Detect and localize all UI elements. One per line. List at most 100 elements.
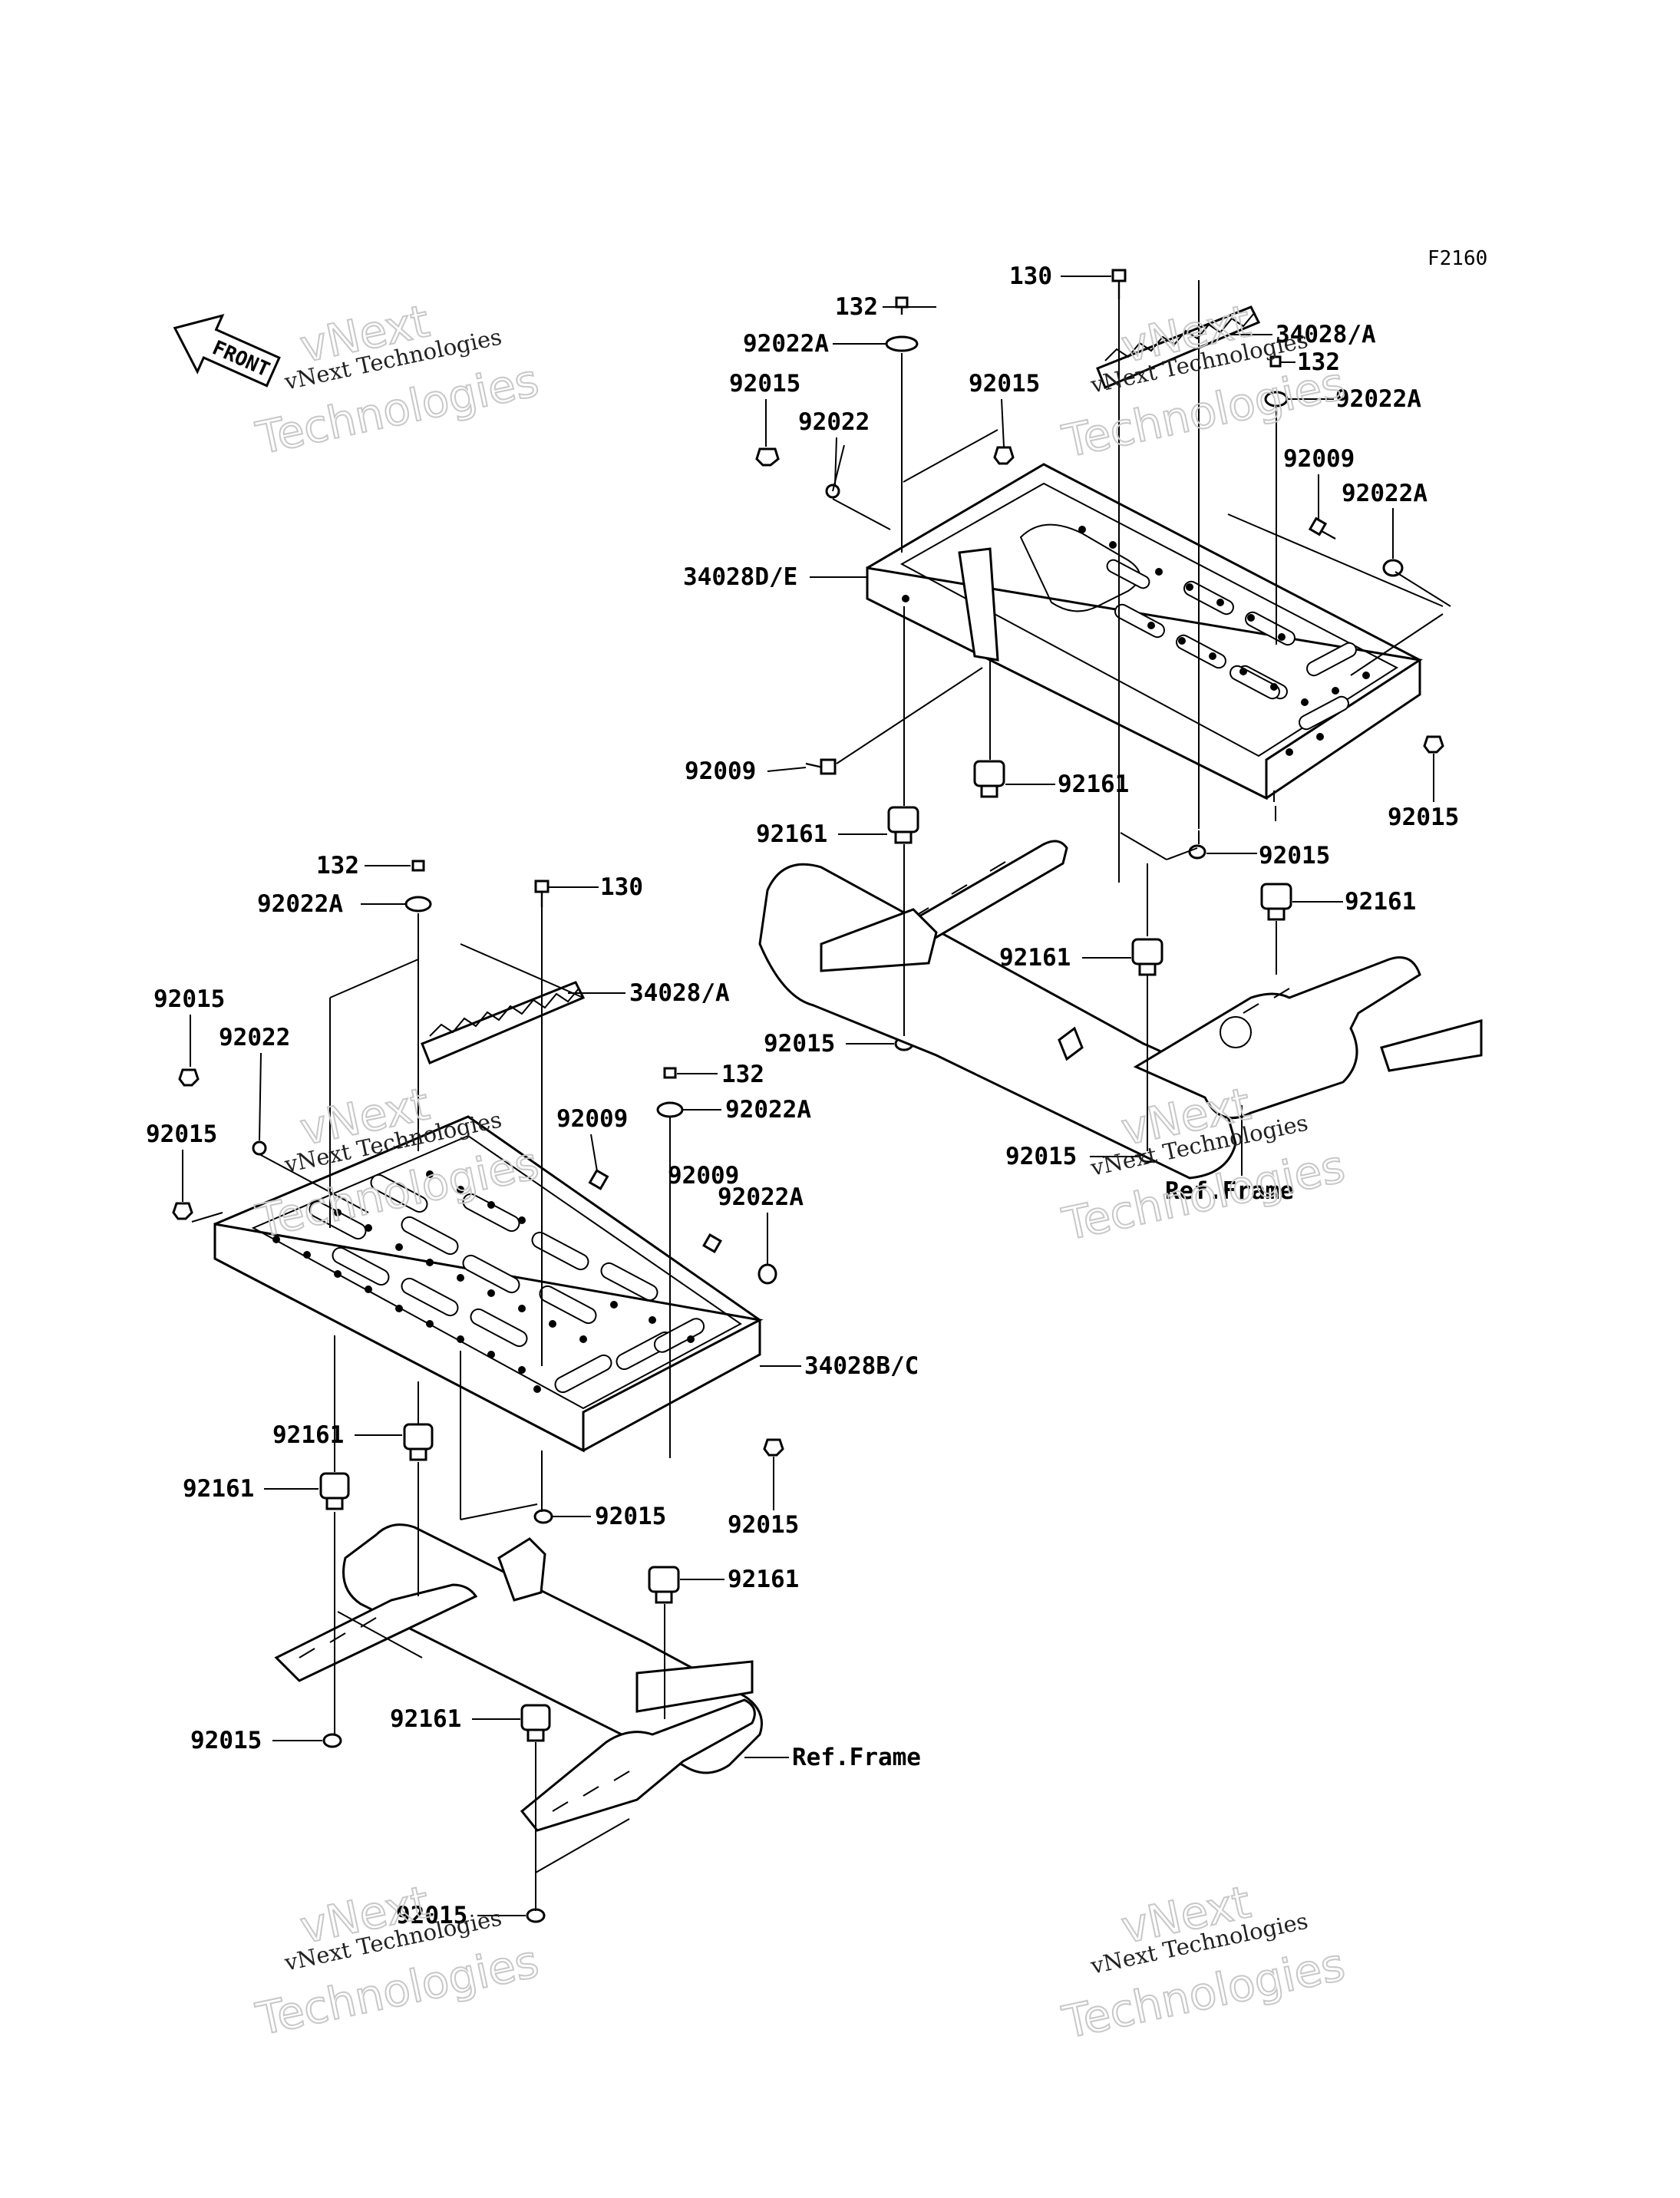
- label-92015: 92015: [764, 1030, 835, 1058]
- mount-92161-d-icon: [520, 1704, 551, 1742]
- label-130: 130: [600, 873, 643, 901]
- bolt-92009-b-icon: [702, 1233, 722, 1253]
- label-34028DE: 34028D/E: [683, 563, 797, 591]
- nut-92015-d-icon: [763, 1438, 784, 1457]
- upper-tray-slots: [1106, 559, 1357, 731]
- label-92022A: 92022A: [743, 330, 829, 358]
- nut-92015-a-icon: [178, 1068, 200, 1087]
- diagram-id: F2160: [1428, 247, 1487, 270]
- mount-92161-a-icon: [403, 1423, 434, 1461]
- lower-tray-holes: [272, 1170, 695, 1393]
- label-92161: 92161: [272, 1421, 344, 1449]
- mount-92161-b-icon: [319, 1472, 350, 1510]
- lower-assembly: 132 130 92022A 34028/A 92015 92022 132 9…: [146, 852, 921, 1929]
- label-132: 132: [835, 293, 878, 321]
- watermark-bottom-right: vNext vNext Technologies Technologies: [1057, 1875, 1350, 2049]
- label-92022A: 92022A: [257, 890, 343, 918]
- label-92161: 92161: [756, 820, 827, 848]
- label-132: 132: [721, 1061, 764, 1088]
- upper-leader-lines: [832, 280, 1451, 1151]
- lower-hardware: [172, 860, 784, 1923]
- washer-92022A-right2-icon: [1382, 559, 1404, 577]
- lower-ref-frame: [274, 1523, 763, 1832]
- label-92161: 92161: [390, 1705, 461, 1733]
- label-92015: 92015: [595, 1503, 666, 1530]
- label-92015: 92015: [153, 985, 225, 1013]
- label-34028BC: 34028B/C: [804, 1352, 919, 1380]
- label-92161: 92161: [999, 944, 1071, 972]
- upper-footrest-34028A: [1096, 305, 1261, 389]
- front-arrow-icon: FRONT: [173, 313, 281, 388]
- lower-part-labels: 132 130 92022A 34028/A 92015 92022 132 9…: [146, 852, 921, 1929]
- label-92022A: 92022A: [1342, 480, 1428, 507]
- label-92009: 92009: [668, 1162, 739, 1190]
- watermark-top-left: vNext vNext Technologies Technologies: [251, 294, 544, 465]
- lower-carrier-tray: [213, 1115, 764, 1453]
- nut-92015-a-icon: [755, 447, 780, 467]
- label-92009: 92009: [556, 1105, 628, 1133]
- label-92161: 92161: [728, 1566, 799, 1593]
- label-92015: 92015: [1259, 842, 1330, 870]
- bolt-130-icon: [1111, 269, 1127, 299]
- label-92022: 92022: [219, 1024, 290, 1051]
- upper-part-labels: 130 132 92022A 92015 92022 92015 34028/A…: [683, 262, 1459, 1205]
- label-92015: 92015: [729, 370, 800, 398]
- label-92015: 92015: [1005, 1143, 1077, 1170]
- label-92022: 92022: [798, 408, 870, 436]
- nut-92015-c-icon: [1423, 735, 1444, 754]
- bolt-92009-right-icon: [1308, 516, 1336, 540]
- upper-carrier-tray: [866, 463, 1424, 800]
- label-92009: 92009: [1283, 445, 1355, 473]
- watermark-bottom-left: vNext vNext Technologies Technologies: [251, 1875, 544, 2046]
- label-92015: 92015: [146, 1120, 217, 1148]
- upper-tray-holes: [902, 526, 1370, 756]
- label-ref-frame: Ref.Frame: [1165, 1177, 1294, 1205]
- label-92015: 92015: [728, 1511, 799, 1539]
- nut-92015-e-icon: [322, 1733, 342, 1748]
- lower-tray-slots: [309, 1173, 705, 1394]
- label-92161: 92161: [183, 1475, 254, 1503]
- bolt-132-icon: [895, 296, 909, 315]
- label-130: 130: [1009, 262, 1052, 290]
- label-132: 132: [316, 852, 359, 880]
- label-92022A: 92022A: [718, 1183, 804, 1211]
- washer-92022A-icon: [404, 896, 432, 913]
- nut-92015-c-icon: [533, 1509, 553, 1524]
- bolt-132-mid-icon: [663, 1067, 677, 1079]
- mount-92161-c-icon: [648, 1566, 680, 1604]
- label-92015: 92015: [190, 1727, 262, 1754]
- watermark-top-right: vNext vNext Technologies Technologies: [1057, 294, 1350, 468]
- nut-92015-b-icon: [993, 446, 1015, 465]
- upper-ref-frame: [758, 840, 1483, 1180]
- washer-92022A-low-icon: [757, 1263, 777, 1285]
- bolt-132-icon: [411, 860, 425, 872]
- bolt-130-icon: [534, 880, 550, 907]
- label-92015: 92015: [396, 1902, 467, 1929]
- lower-footrest-34028A: [421, 981, 586, 1064]
- label-92161: 92161: [1058, 771, 1129, 798]
- lower-leader-lines: [191, 907, 671, 1911]
- label-132: 132: [1297, 348, 1340, 376]
- label-92022A: 92022A: [725, 1096, 811, 1124]
- nut-92015-d-icon: [1188, 844, 1206, 860]
- label-92015: 92015: [969, 370, 1040, 398]
- label-92161: 92161: [1345, 888, 1416, 916]
- mount-92161-d-icon: [1131, 938, 1163, 976]
- washer-92022-icon: [252, 1140, 267, 1156]
- label-92009: 92009: [685, 757, 756, 785]
- label-ref-frame: Ref.Frame: [792, 1744, 921, 1771]
- label-92022A: 92022A: [1335, 385, 1421, 413]
- washer-92022A-right-icon: [1264, 391, 1289, 408]
- mount-92161-a-icon: [887, 806, 919, 844]
- label-92015: 92015: [1388, 804, 1459, 831]
- nut-92015-b-icon: [172, 1202, 193, 1220]
- upper-assembly: 130 132 92022A 92015 92022 92015 34028/A…: [683, 262, 1483, 1205]
- bolt-92009-a-icon: [588, 1169, 609, 1190]
- label-34028A: 34028/A: [1276, 321, 1376, 348]
- mount-92161-b-icon: [973, 760, 1005, 798]
- bolt-92009-left-icon: [805, 758, 837, 775]
- washer-92022A-mid-icon: [656, 1101, 684, 1118]
- mount-92161-c-icon: [1260, 883, 1292, 921]
- label-34028A: 34028/A: [629, 979, 730, 1007]
